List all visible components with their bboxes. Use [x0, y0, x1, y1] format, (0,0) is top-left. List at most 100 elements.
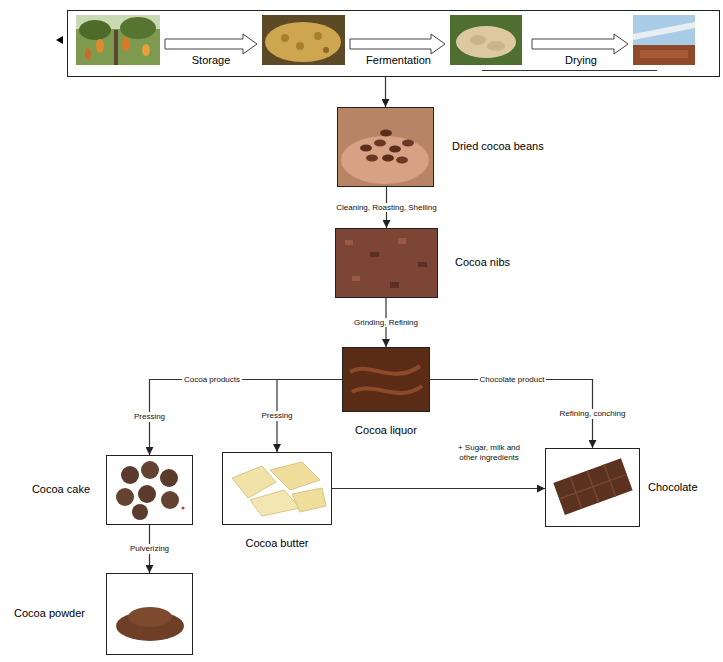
- photo-detail: [553, 458, 632, 515]
- photo-detail: [296, 42, 304, 50]
- flow-arrow: [430, 380, 593, 449]
- photo-detail: [402, 140, 414, 147]
- photo-detail: [281, 34, 289, 42]
- branch-label: Chocolate product: [478, 375, 547, 385]
- photo-detail: [314, 32, 322, 40]
- photo-detail: [398, 238, 406, 244]
- photo-detail: [633, 22, 695, 40]
- photo-detail: [370, 252, 379, 257]
- photo-detail: [450, 15, 522, 65]
- photo-detail: [487, 41, 505, 51]
- band-marker: [56, 36, 63, 44]
- photo-detail: [138, 485, 156, 503]
- photo-detail: [132, 504, 148, 520]
- underline: [482, 70, 657, 71]
- photo-detail: [374, 140, 386, 147]
- block-arrow: [532, 34, 628, 54]
- product-node: Cocoa powder: [14, 573, 193, 655]
- block-arrow: [165, 34, 257, 54]
- photo-detail: [470, 35, 486, 45]
- photo-detail: [640, 50, 688, 58]
- product-node: Cocoa butter: [222, 452, 332, 550]
- cocoa-butter-photo: [222, 452, 332, 525]
- photo-detail: [553, 458, 632, 515]
- photo-detail: [128, 607, 172, 627]
- photo-detail: [345, 240, 353, 245]
- photo-detail: [262, 15, 345, 65]
- photo-detail: [337, 107, 434, 187]
- flow-arrow: [332, 488, 545, 489]
- photo-detail: [270, 462, 320, 490]
- photo-detail: [633, 45, 695, 65]
- edge-group: [150, 77, 593, 573]
- photo-detail: [96, 39, 104, 53]
- step-label: Drying: [565, 54, 597, 67]
- edge-label: Pulverizing: [128, 544, 171, 554]
- photo-detail: [292, 488, 326, 512]
- photo-detail: [106, 573, 193, 655]
- photo-detail: [106, 455, 193, 525]
- flow-arrow: [149, 525, 150, 573]
- fermentation-photo: [450, 15, 522, 65]
- photo-detail: [382, 155, 394, 162]
- branch-label: Cocoa products: [182, 375, 242, 385]
- photo-detail: [141, 461, 159, 479]
- step-label: Fermentation: [366, 54, 431, 67]
- drying-photo: [633, 15, 695, 65]
- photo-detail: [366, 155, 378, 162]
- photo-detail: [121, 466, 139, 484]
- product-label: Dried cocoa beans: [452, 140, 544, 153]
- photo-frame: [222, 452, 332, 525]
- chocolate-photo: [545, 448, 640, 527]
- photo-detail: [341, 136, 429, 184]
- edge-label: Grinding, Refining: [352, 318, 420, 328]
- block-arrow: [350, 34, 445, 54]
- photo-frame: [342, 347, 430, 412]
- photo-detail: [182, 507, 185, 510]
- photo-frame: [545, 448, 640, 527]
- product-label: Cocoa butter: [246, 537, 309, 550]
- photo-detail: [85, 48, 91, 60]
- cocoa-cake-photo: [106, 455, 193, 525]
- flow-arrow: [150, 380, 343, 456]
- photo-detail: [76, 15, 160, 65]
- product-label: Chocolate: [648, 481, 698, 494]
- photo-detail: [161, 491, 179, 509]
- photo-detail: [120, 17, 156, 39]
- flow-arrow: [385, 298, 386, 347]
- cocoa-nibs-photo: [335, 228, 438, 298]
- photo-detail: [335, 228, 438, 298]
- flow-arrow: [386, 187, 387, 228]
- edge-label: Refining, conching: [558, 409, 628, 419]
- photo-frame: [106, 573, 193, 655]
- photo-detail: [352, 276, 360, 281]
- edge-label: Pressing: [132, 412, 167, 422]
- dried-beans-photo: [337, 107, 434, 187]
- photo-detail: [456, 26, 516, 58]
- photo-detail: [79, 20, 111, 40]
- photo-detail: [380, 130, 392, 137]
- photo-detail: [390, 282, 399, 288]
- process-band: Storage Fermentation Drying: [67, 10, 720, 77]
- product-label: Cocoa powder: [14, 607, 85, 620]
- photo-detail: [222, 452, 332, 525]
- photo-detail: [114, 30, 118, 65]
- edge-label: + Sugar, milk and other ingredients: [447, 443, 531, 462]
- photo-detail: [142, 44, 150, 56]
- cocoa-powder-photo: [106, 573, 193, 655]
- photo-frame: [337, 107, 434, 187]
- step-label: Storage: [192, 54, 231, 67]
- photo-detail: [122, 37, 130, 51]
- photo-detail: [396, 157, 408, 164]
- storage-photo: [262, 15, 345, 65]
- edge-label: Cleaning, Roasting, Shelling: [334, 203, 439, 213]
- chocolate-bar: [553, 458, 632, 515]
- product-label: Cocoa nibs: [455, 256, 510, 269]
- photo-detail: [350, 366, 422, 393]
- photo-detail: [265, 22, 341, 62]
- product-node: Cocoa liquor: [342, 347, 430, 437]
